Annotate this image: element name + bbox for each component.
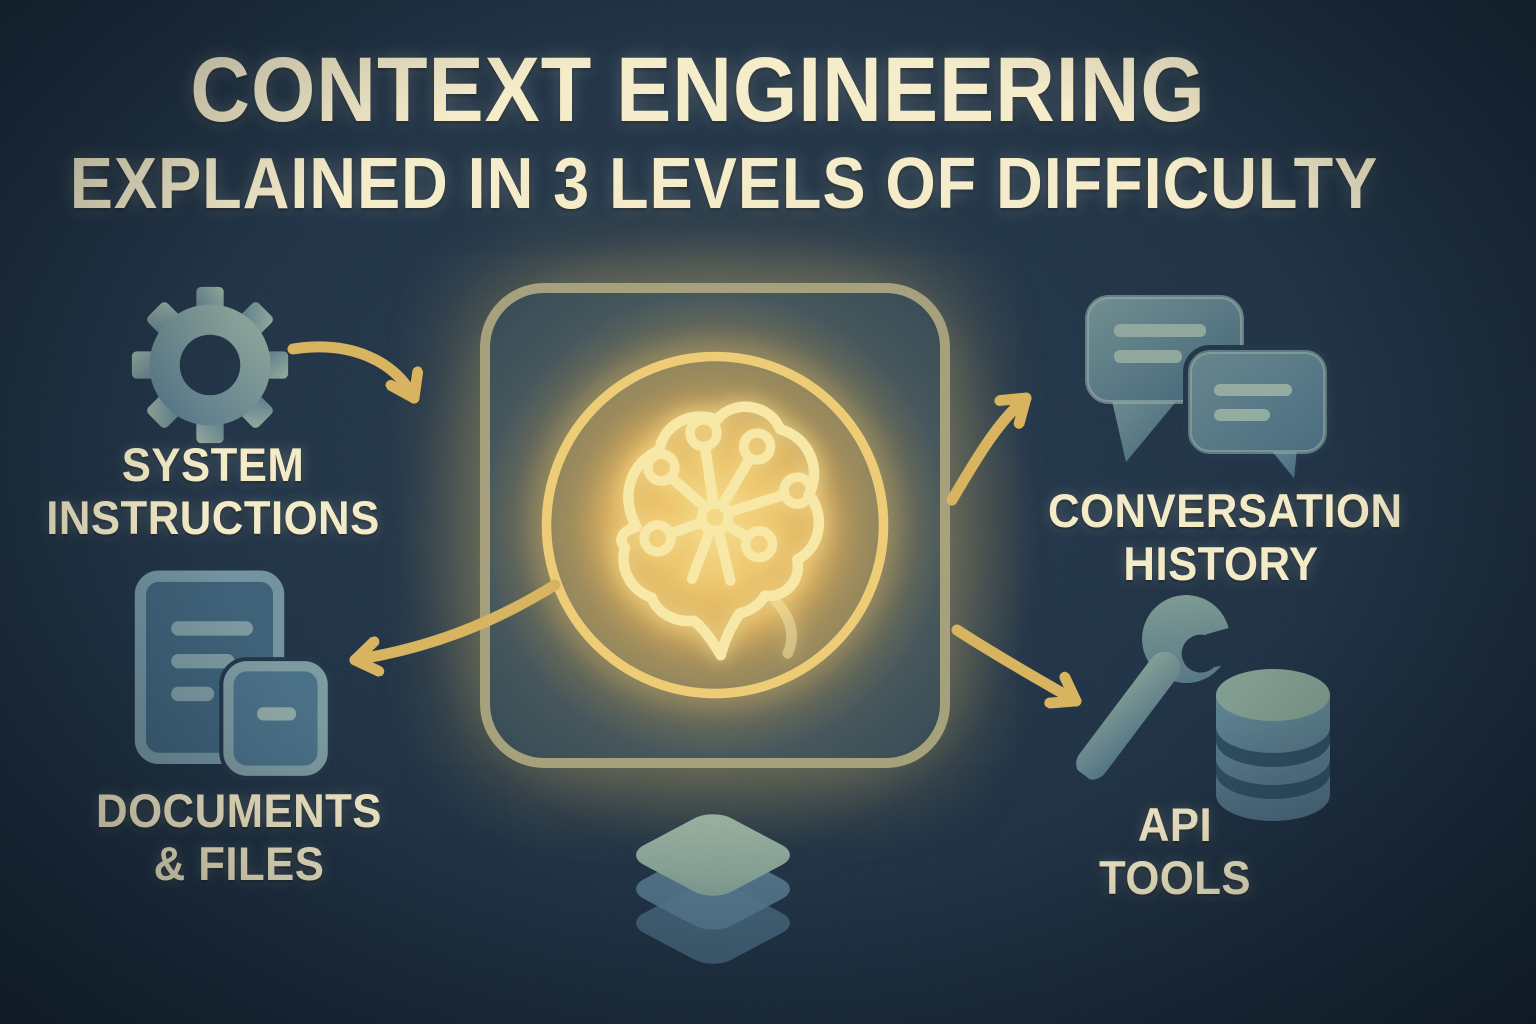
documents-icon <box>134 570 332 780</box>
conversation-history-line-2: HISTORY <box>1123 537 1319 590</box>
documents-files-line-1: DOCUMENTS <box>96 784 382 837</box>
gear-icon <box>131 286 289 444</box>
brain-outline-and-nodes <box>616 401 825 661</box>
documents-files-line-2: & FILES <box>153 837 325 890</box>
label-documents-files: DOCUMENTS & FILES <box>69 784 409 890</box>
api-tools-line-1: API <box>1137 798 1213 851</box>
layers-stack-icon <box>636 814 790 964</box>
title-line-1: CONTEXT ENGINEERING <box>190 39 1206 141</box>
chat-bubble-right <box>1183 345 1332 484</box>
file-small <box>219 657 332 780</box>
conversation-history-line-1: CONVERSATION <box>1048 484 1403 537</box>
page-title: CONTEXT ENGINEERING EXPLAINED IN 3 LEVEL… <box>0 42 1536 222</box>
api-tools-line-2: TOOLS <box>1098 851 1252 904</box>
chat-bubbles-icon <box>1085 295 1332 484</box>
label-system-instructions: SYSTEM INSTRUCTIONS <box>43 438 383 544</box>
system-instructions-line-1: SYSTEM <box>121 438 305 491</box>
label-api-tools: API TOOLS <box>1031 798 1319 904</box>
arrow-from-system-instructions <box>287 341 414 404</box>
label-conversation-history: CONVERSATION HISTORY <box>1048 484 1403 590</box>
system-instructions-line-2: INSTRUCTIONS <box>46 491 380 544</box>
context-window-box <box>480 283 950 768</box>
brain-network-icon <box>541 351 889 699</box>
